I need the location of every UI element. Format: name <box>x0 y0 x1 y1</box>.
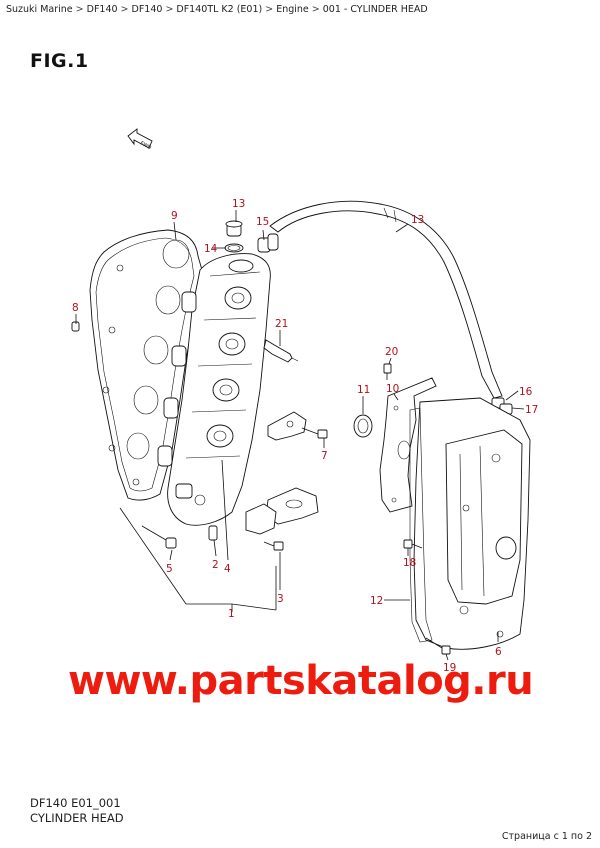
breadcrumb-item[interactable]: DF140 <box>86 4 118 15</box>
callout-label[interactable]: 13 <box>411 214 424 226</box>
bolt-part[interactable] <box>141 525 177 549</box>
breadcrumb-current: 001 - CYLINDER HEAD <box>322 4 428 15</box>
callout-label[interactable]: 1 <box>228 608 235 620</box>
watermark-text: www.partskatalog.ru <box>68 658 534 704</box>
cover-gasket-part[interactable] <box>409 407 433 643</box>
camshaft-cap-part[interactable] <box>267 411 307 441</box>
bolt-part[interactable] <box>383 363 392 380</box>
callout-label[interactable]: 5 <box>166 563 173 575</box>
figure-name: CYLINDER HEAD <box>30 811 124 825</box>
callout-label[interactable]: 12 <box>370 595 383 607</box>
spark-plug-part[interactable] <box>263 339 299 363</box>
callout-label[interactable]: 18 <box>403 557 416 569</box>
callout-label[interactable]: 15 <box>256 216 269 228</box>
callout-label[interactable]: 7 <box>321 450 328 462</box>
callout-label[interactable]: 16 <box>519 386 533 398</box>
cylinder-head-cover-part[interactable] <box>413 397 531 650</box>
bolt-part[interactable] <box>425 637 451 655</box>
callout-label[interactable]: 14 <box>204 243 218 255</box>
cylinder-head-part[interactable] <box>157 253 271 526</box>
breadcrumb-separator: > <box>75 4 84 15</box>
dowel-pin-part[interactable] <box>208 525 218 541</box>
page-indicator: Страница с 1 по 2 <box>501 831 592 842</box>
callout-label[interactable]: 4 <box>224 563 231 575</box>
callout-labels: 13 9 15 14 13 8 21 20 11 10 16 17 7 5 2 … <box>72 198 538 674</box>
breather-hose-part[interactable] <box>269 200 503 399</box>
breadcrumb-separator: > <box>165 4 174 15</box>
bolt-part[interactable] <box>263 541 284 551</box>
bolt-part[interactable] <box>301 427 328 439</box>
breadcrumb-item[interactable]: Suzuki Marine <box>6 4 73 15</box>
figure-code: DF140 E01_001 <box>30 796 121 810</box>
callout-label[interactable]: 3 <box>277 593 284 605</box>
callout-label[interactable]: 6 <box>495 646 502 658</box>
hose-clamp-part[interactable] <box>257 233 279 253</box>
callout-label[interactable]: 19 <box>443 662 456 674</box>
callout-label[interactable]: 17 <box>525 404 538 416</box>
callout-label[interactable]: 11 <box>357 384 370 396</box>
breadcrumb-item[interactable]: Engine <box>276 4 309 15</box>
o-ring-part[interactable] <box>224 243 244 253</box>
callout-label[interactable]: 2 <box>212 559 219 571</box>
breadcrumb: Suzuki Marine>DF140>DF140>DF140TL K2 (E0… <box>6 4 428 15</box>
fwd-label: FWD <box>139 140 152 151</box>
dowel-pin-part[interactable] <box>71 321 80 332</box>
oil-filler-cap-part[interactable] <box>225 220 243 237</box>
callout-label[interactable]: 8 <box>72 302 79 314</box>
callout-label[interactable]: 20 <box>385 346 398 358</box>
figure-title: FIG.1 <box>30 50 89 72</box>
breadcrumb-separator: > <box>265 4 274 15</box>
breadcrumb-item[interactable]: DF140 <box>131 4 163 15</box>
callout-label[interactable]: 9 <box>171 210 178 222</box>
breadcrumb-item[interactable]: DF140TL K2 (E01) <box>176 4 263 15</box>
leader-lines <box>75 210 525 661</box>
fwd-arrow-icon: FWD <box>127 128 153 151</box>
callout-label[interactable]: 10 <box>386 383 399 395</box>
oil-seal-part[interactable] <box>353 414 373 438</box>
callout-label[interactable]: 21 <box>275 318 288 330</box>
camshaft-cap-part[interactable] <box>245 503 277 535</box>
breadcrumb-separator: > <box>311 4 320 15</box>
callout-label[interactable]: 13 <box>232 198 245 210</box>
breadcrumb-separator: > <box>120 4 129 15</box>
bolt-part[interactable] <box>403 539 423 549</box>
